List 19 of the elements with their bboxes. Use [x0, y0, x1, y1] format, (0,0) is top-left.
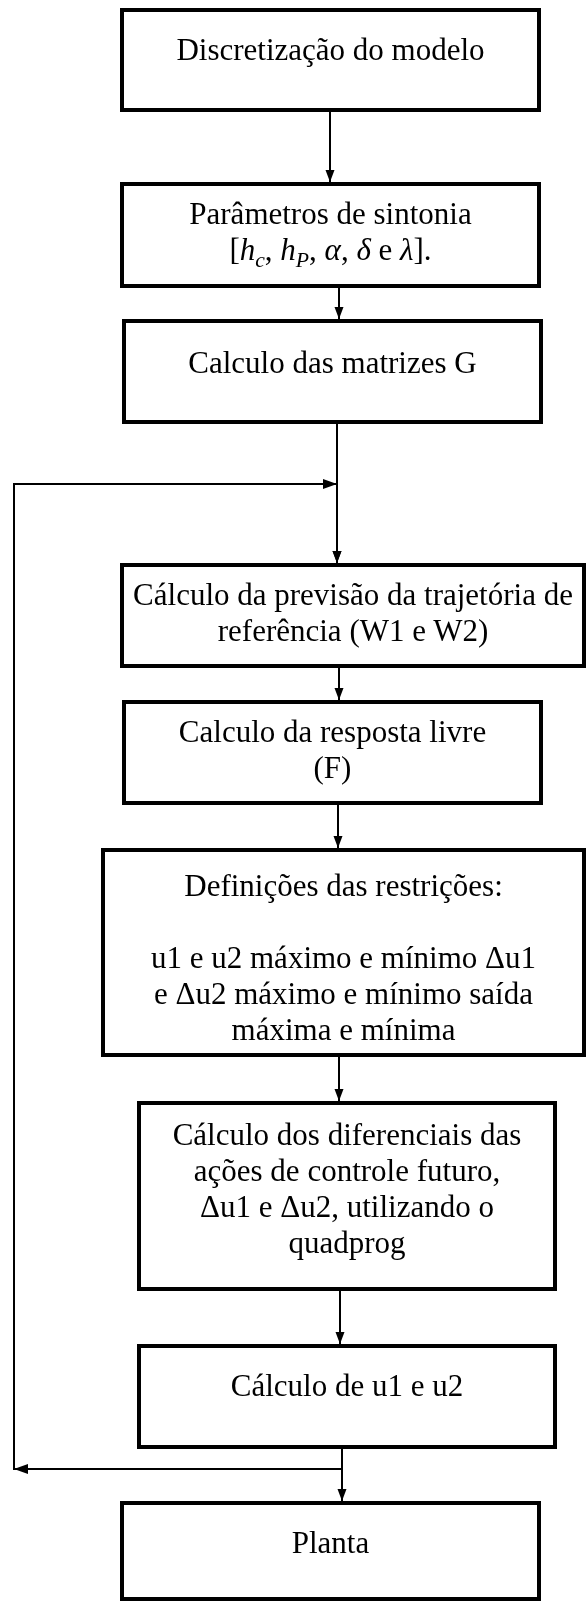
process-box — [122, 319, 543, 424]
box-text: Cálculo da previsão da trajetória de referência (W1 e W2) — [133, 577, 573, 649]
box-text: Calculo das matrizes G — [188, 345, 477, 381]
process-box — [120, 8, 541, 112]
box-text: Cálculo de u1 e u2 — [230, 1368, 464, 1404]
process-box — [120, 182, 541, 288]
process-box — [137, 1344, 557, 1449]
process-box — [101, 848, 586, 1057]
box-text: Calculo da resposta livre (F) — [177, 714, 488, 786]
process-box — [120, 563, 586, 668]
box-text: u1 e u2 máximo e mínimo Δu1 e Δu2 máximo e mínimo saída máxima e mínima — [151, 940, 536, 1048]
box-text: Cálculo dos diferenciais das ações de controle futuro, Δu1 e Δu2, utilizando o quadprog — [171, 1117, 523, 1261]
box-text: Parâmetros de sintonia [h$_{c}$, h$_{P}$, α, δ e λ]. — [188, 196, 473, 268]
process-box — [137, 1101, 557, 1291]
process-box — [120, 1501, 541, 1601]
box-text: Definições das restrições: — [184, 868, 503, 904]
box-text: Planta — [291, 1525, 370, 1561]
box-text: Discretização do modelo — [176, 32, 485, 68]
process-box — [122, 700, 543, 805]
